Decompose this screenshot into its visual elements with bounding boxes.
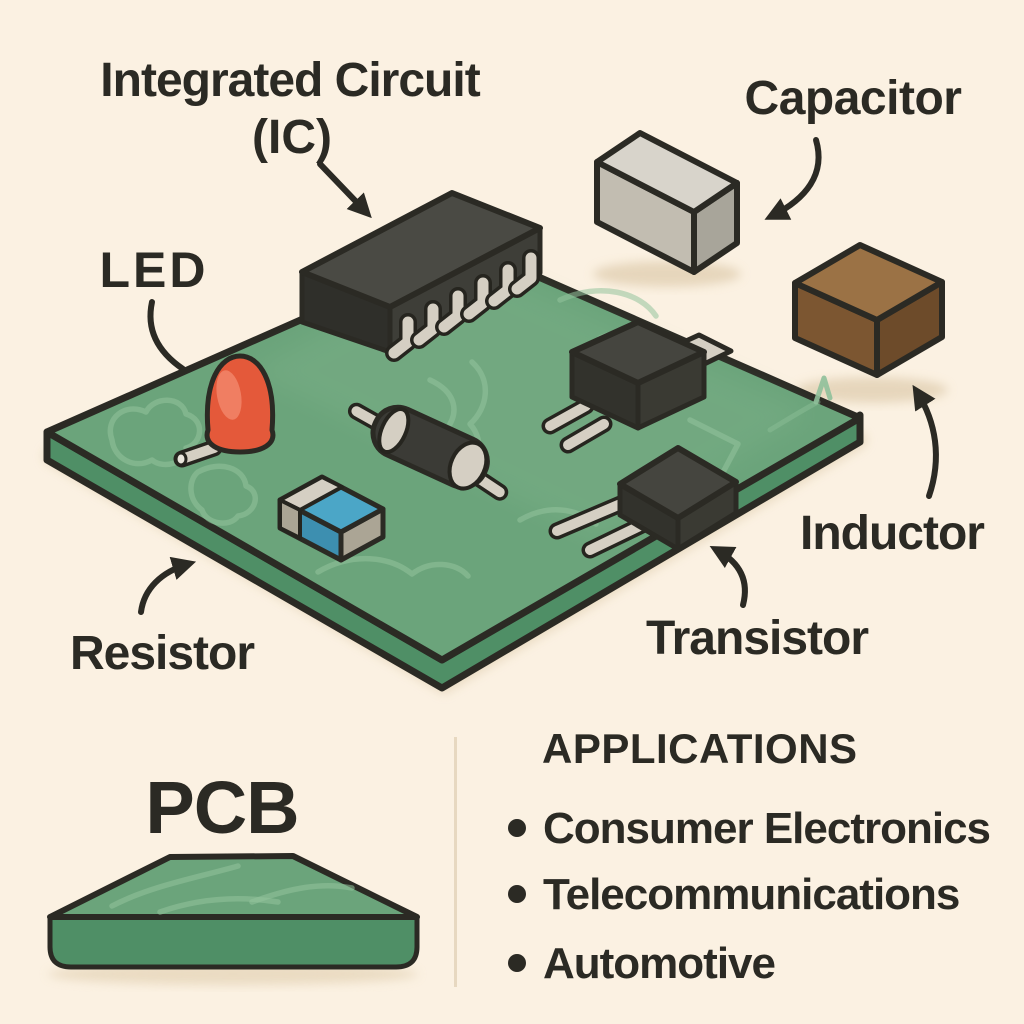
mini-pcb-top-face [47, 853, 420, 920]
transistor-upper-leg2 [563, 419, 609, 450]
resistor-arrow [138, 556, 197, 615]
mini-pcb-front-face [47, 914, 420, 970]
ic-pin [508, 249, 540, 298]
inductor-label: Inductor [800, 507, 984, 560]
capacitor-label: Capacitor [745, 72, 962, 125]
applications-section: APPLICATIONS Consumer Electronics Teleco… [508, 725, 991, 988]
ic-top-face [299, 190, 543, 310]
inductor-shadow [796, 377, 948, 403]
capacitor-top-face [594, 130, 740, 215]
applications-title: APPLICATIONS [542, 725, 858, 772]
transistor-lower-top [617, 445, 739, 521]
ic-pin [485, 261, 517, 310]
diode-component [347, 402, 509, 501]
ic-arrow [317, 161, 372, 219]
inductor-top-face [792, 242, 945, 323]
inductor-arrow [912, 384, 939, 499]
transistor-upper-leg1 [545, 401, 591, 431]
pointer-arrows [138, 137, 939, 615]
transistor-arrow [709, 545, 748, 608]
capacitor-component [594, 130, 740, 275]
application-item: Consumer Electronics [543, 804, 990, 853]
ic-label-line2: (IC) [252, 111, 332, 164]
pcb-label: PCB [145, 766, 298, 849]
bullet-dot [508, 954, 526, 972]
led-leg [177, 443, 219, 464]
resistor-cap-front [278, 498, 302, 540]
led-highlight [216, 370, 242, 420]
ic-pin [460, 274, 492, 323]
inductor-component [792, 242, 945, 378]
pcb-sprout [767, 375, 833, 433]
mini-pcb-component [47, 853, 420, 970]
ic-pin [410, 300, 442, 349]
led-leg-tip [174, 451, 188, 467]
resistor-label: Resistor [70, 627, 254, 680]
bullet-dot [508, 885, 526, 903]
resistor-component [277, 474, 386, 563]
led-pointer-line [147, 299, 186, 372]
application-item: Telecommunications [543, 870, 959, 919]
led-label: LED [100, 242, 209, 298]
labels: Integrated Circuit (IC) Capacitor LED In… [70, 54, 985, 849]
ic-pin [385, 313, 417, 362]
diode-end-cap [447, 440, 489, 491]
transistor-label: Transistor [646, 612, 868, 665]
transistor-upper-top [569, 319, 707, 386]
transistor-upper-component [541, 319, 734, 454]
led-component [173, 353, 276, 468]
capacitor-shadow [593, 261, 741, 287]
ic-pin [435, 287, 467, 336]
section-divider [454, 737, 457, 987]
ic-chip-component [299, 190, 543, 362]
capacitor-arrow [764, 137, 822, 220]
bullet-dot [508, 819, 526, 837]
application-item: Automotive [543, 939, 775, 988]
transistor-lower-component [548, 445, 739, 559]
ic-label-line1: Integrated Circuit [100, 54, 480, 107]
diode-band [377, 407, 411, 455]
mini-pcb-traces [109, 863, 355, 915]
ic-pins [385, 249, 540, 362]
